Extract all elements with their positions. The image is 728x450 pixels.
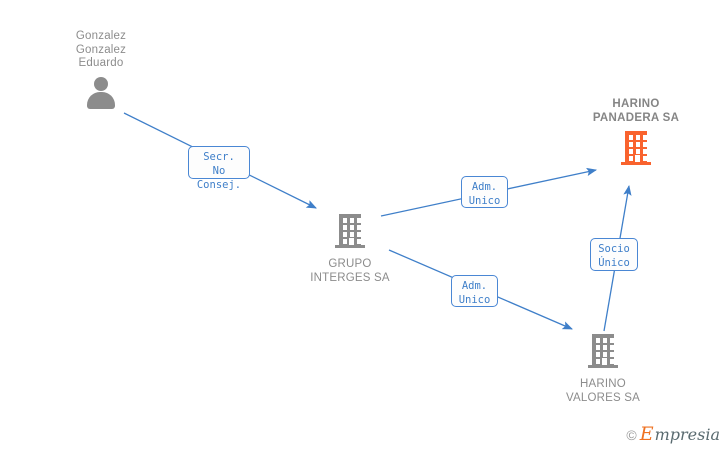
edge-label-adm-unico-valores[interactable]: Adm. Unico	[451, 275, 498, 307]
edge-label-adm-unico-panadera[interactable]: Adm. Unico	[461, 176, 508, 208]
node-harino-valores[interactable]: HARINO VALORES SA	[523, 334, 683, 405]
node-label-harino-valores: HARINO VALORES SA	[565, 378, 640, 404]
building-icon	[333, 214, 367, 252]
brand-name: mpresia	[654, 425, 720, 444]
node-label-person-gonzalez: Gonzalez Gonzalez Eduardo	[75, 30, 127, 69]
watermark-empresia: © E mpresia	[626, 425, 720, 444]
node-label-harino-panadera: HARINO PANADERA SA	[592, 98, 680, 124]
node-label-grupo-interges: GRUPO INTERGES SA	[310, 258, 390, 284]
edge-label-secretario[interactable]: Secr. No Consej.	[188, 146, 250, 191]
brand-initial: E	[639, 423, 654, 445]
copyright-symbol: ©	[626, 427, 637, 443]
edge-label-socio-unico[interactable]: Socio Único	[590, 238, 638, 271]
building-icon	[586, 334, 620, 372]
node-harino-panadera[interactable]: HARINO PANADERA SA	[556, 98, 716, 169]
node-person-gonzalez[interactable]: Gonzalez Gonzalez Eduardo	[21, 30, 181, 115]
building-icon-focus	[619, 131, 653, 169]
person-icon	[84, 76, 118, 115]
node-grupo-interges[interactable]: GRUPO INTERGES SA	[270, 214, 430, 285]
